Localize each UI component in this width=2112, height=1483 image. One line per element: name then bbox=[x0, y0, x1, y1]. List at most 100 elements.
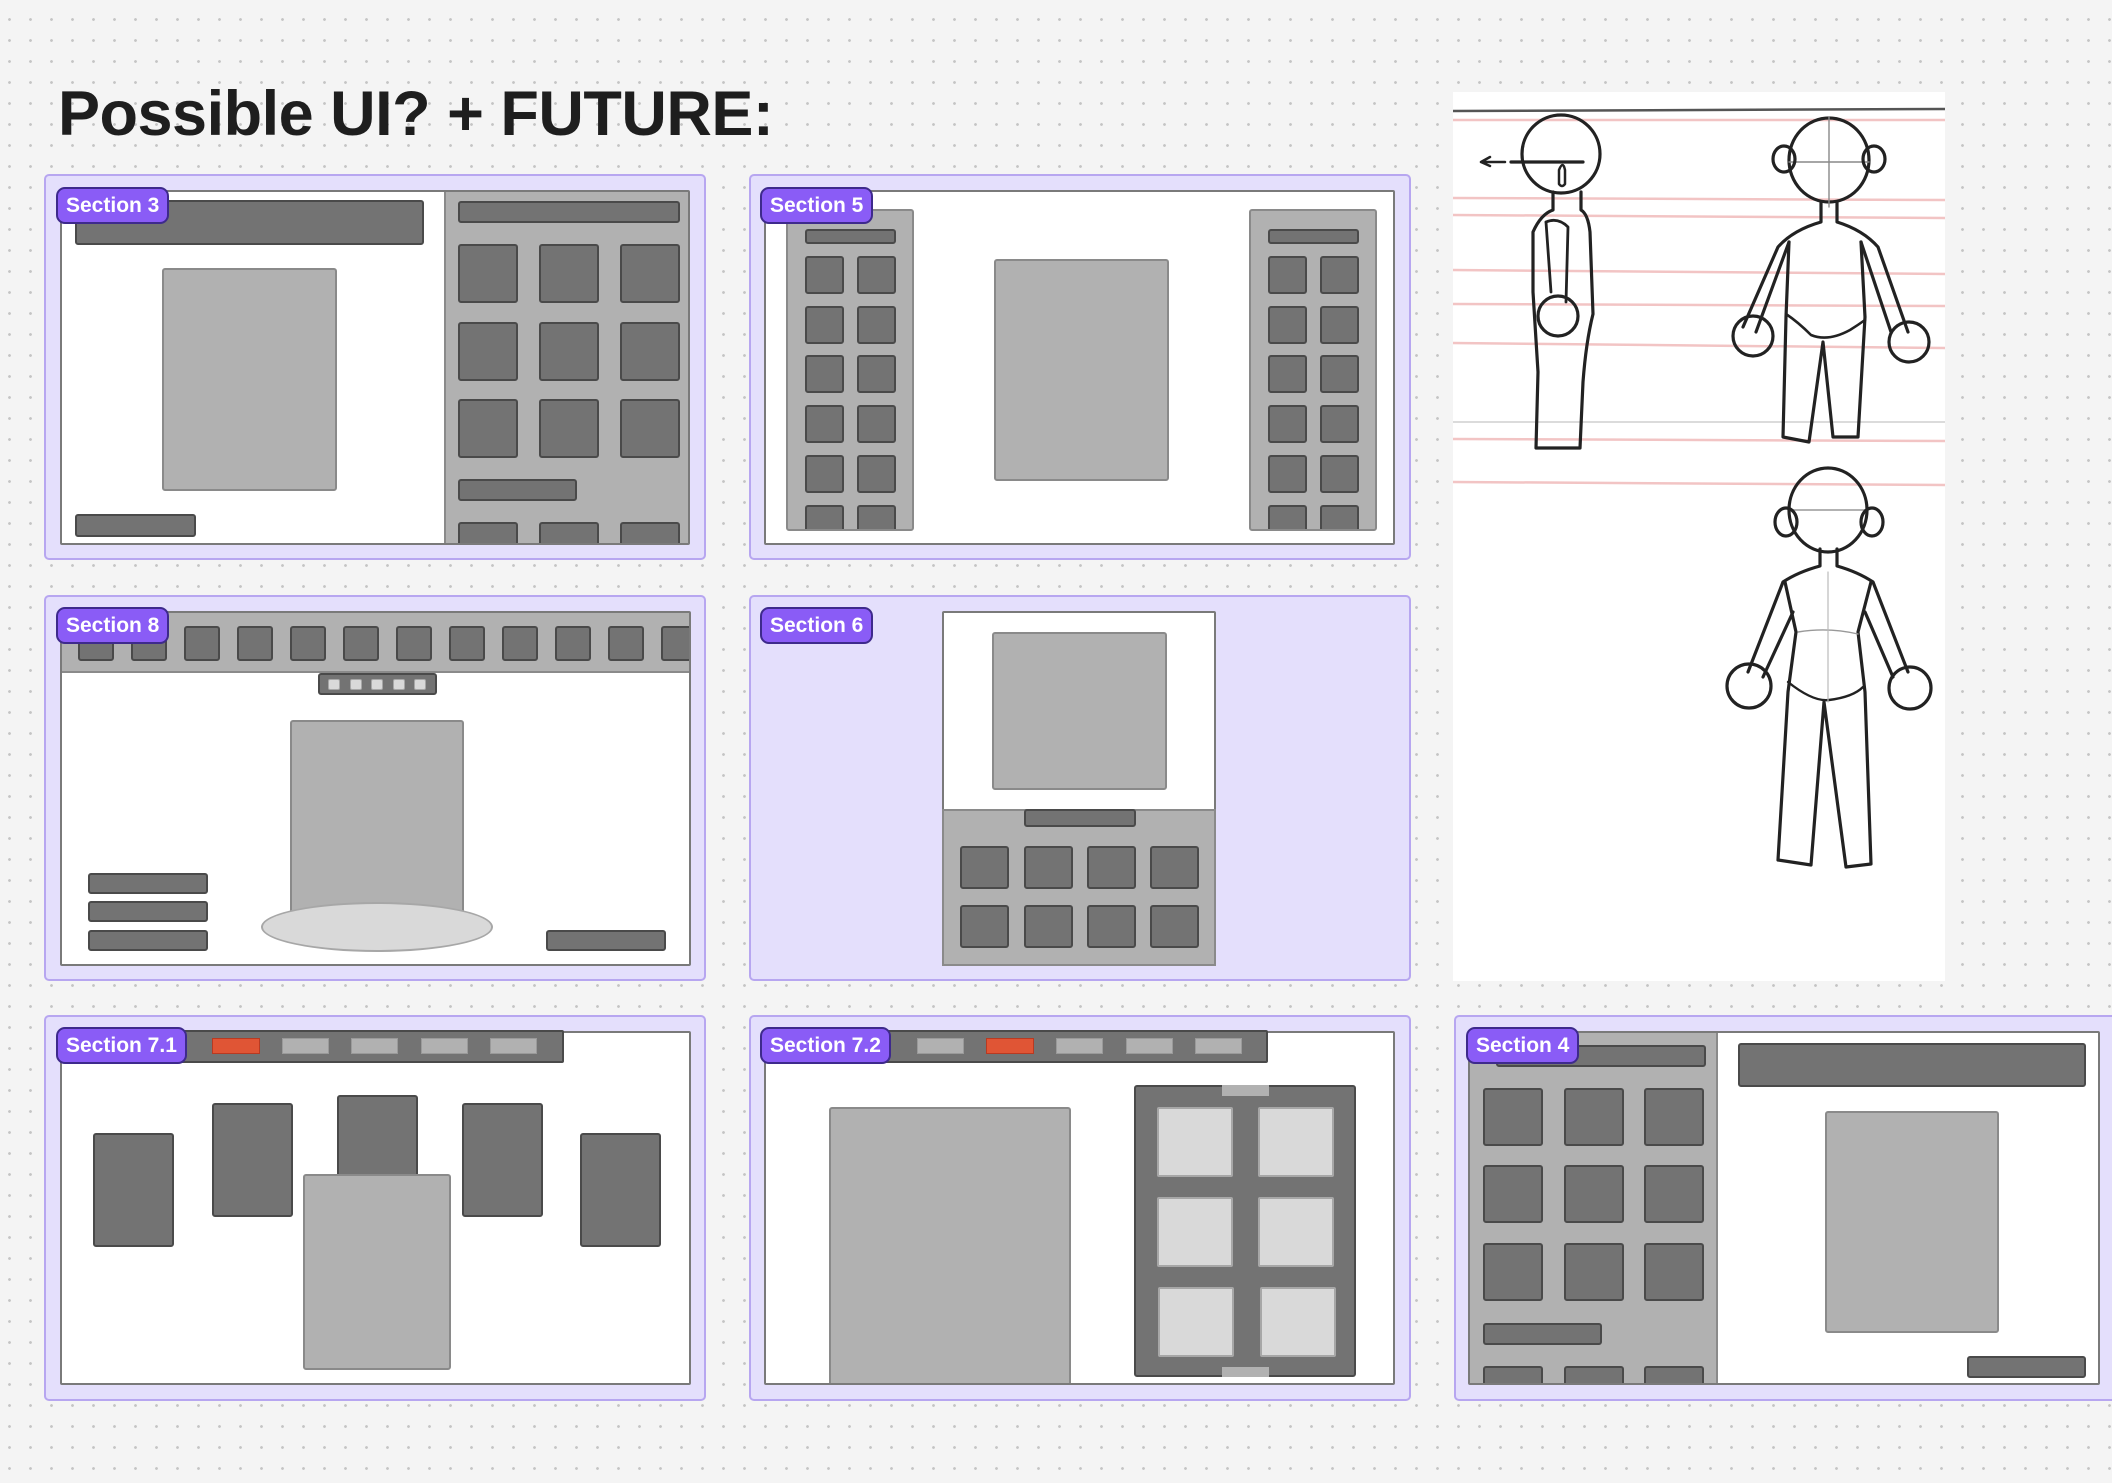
grid-tile[interactable] bbox=[1320, 306, 1359, 344]
grid-tile[interactable] bbox=[1644, 1366, 1704, 1383]
action-button[interactable] bbox=[546, 930, 666, 951]
toolbar-tile[interactable] bbox=[608, 626, 644, 661]
grid-tile[interactable] bbox=[805, 405, 844, 443]
grid-tile[interactable] bbox=[458, 399, 518, 458]
grid-tile[interactable] bbox=[620, 322, 680, 381]
inventory-slot[interactable] bbox=[1258, 1197, 1334, 1267]
section-8-badge[interactable]: Section 8 bbox=[56, 607, 170, 644]
scroll-down-handle[interactable] bbox=[1222, 1367, 1269, 1377]
page-dot[interactable] bbox=[414, 679, 426, 690]
section-7-1-badge[interactable]: Section 7.1 bbox=[56, 1027, 187, 1064]
toolbar-tile[interactable] bbox=[184, 626, 220, 661]
action-button[interactable] bbox=[75, 514, 196, 537]
page-dot[interactable] bbox=[371, 679, 383, 690]
grid-tile[interactable] bbox=[1644, 1243, 1704, 1301]
grid-tile[interactable] bbox=[1483, 1243, 1543, 1301]
grid-tile[interactable] bbox=[805, 505, 844, 529]
toolbar-tile[interactable] bbox=[449, 626, 485, 661]
section-6-badge[interactable]: Section 6 bbox=[760, 607, 874, 644]
inventory-slot[interactable] bbox=[1258, 1107, 1334, 1177]
grid-tile[interactable] bbox=[857, 455, 896, 493]
grid-tile[interactable] bbox=[539, 322, 599, 381]
grid-tile[interactable] bbox=[539, 244, 599, 303]
grid-tile[interactable] bbox=[1268, 505, 1307, 529]
toolbar-tile[interactable] bbox=[396, 626, 432, 661]
menu-button[interactable] bbox=[88, 873, 208, 894]
grid-tile[interactable] bbox=[1483, 1088, 1543, 1146]
section-5-badge[interactable]: Section 5 bbox=[760, 187, 874, 224]
grid-tile[interactable] bbox=[620, 244, 680, 303]
grid-tile[interactable] bbox=[1268, 405, 1307, 443]
grid-tile[interactable] bbox=[1564, 1366, 1624, 1383]
grid-tile[interactable] bbox=[620, 399, 680, 458]
grid-tile[interactable] bbox=[458, 322, 518, 381]
inventory-slot[interactable] bbox=[1158, 1287, 1234, 1357]
grid-tile[interactable] bbox=[805, 355, 844, 393]
control-bar[interactable] bbox=[1024, 809, 1136, 827]
toolbar-tile[interactable] bbox=[555, 626, 591, 661]
action-button[interactable] bbox=[1967, 1356, 2086, 1378]
grid-tile[interactable] bbox=[1268, 455, 1307, 493]
grid-tile[interactable] bbox=[1320, 455, 1359, 493]
tab[interactable] bbox=[282, 1038, 329, 1054]
grid-tile[interactable] bbox=[960, 846, 1009, 889]
grid-tile[interactable] bbox=[1320, 405, 1359, 443]
grid-tile[interactable] bbox=[1644, 1165, 1704, 1223]
tab[interactable] bbox=[490, 1038, 537, 1054]
tab-active[interactable] bbox=[212, 1038, 260, 1054]
inventory-slot[interactable] bbox=[1157, 1197, 1233, 1267]
card[interactable] bbox=[580, 1133, 661, 1247]
grid-tile[interactable] bbox=[539, 399, 599, 458]
grid-tile[interactable] bbox=[1320, 355, 1359, 393]
grid-tile[interactable] bbox=[1564, 1088, 1624, 1146]
grid-tile[interactable] bbox=[458, 244, 518, 303]
page-dot[interactable] bbox=[350, 679, 362, 690]
grid-tile[interactable] bbox=[458, 522, 518, 543]
grid-tile[interactable] bbox=[805, 455, 844, 493]
grid-tile[interactable] bbox=[805, 256, 844, 294]
grid-tile[interactable] bbox=[1150, 846, 1199, 889]
grid-tile[interactable] bbox=[1564, 1165, 1624, 1223]
grid-tile[interactable] bbox=[857, 256, 896, 294]
menu-button[interactable] bbox=[88, 930, 208, 951]
grid-tile[interactable] bbox=[1483, 1366, 1543, 1383]
grid-tile[interactable] bbox=[1087, 905, 1136, 948]
tab[interactable] bbox=[1195, 1038, 1242, 1054]
tab[interactable] bbox=[421, 1038, 468, 1054]
grid-tile[interactable] bbox=[1087, 846, 1136, 889]
card[interactable] bbox=[212, 1103, 293, 1217]
grid-tile[interactable] bbox=[1150, 905, 1199, 948]
card[interactable] bbox=[93, 1133, 174, 1247]
tab[interactable] bbox=[1056, 1038, 1103, 1054]
grid-tile[interactable] bbox=[857, 405, 896, 443]
page-dot[interactable] bbox=[328, 679, 340, 690]
grid-tile[interactable] bbox=[1564, 1243, 1624, 1301]
inventory-slot[interactable] bbox=[1260, 1287, 1336, 1357]
toolbar-tile[interactable] bbox=[502, 626, 538, 661]
tab[interactable] bbox=[351, 1038, 398, 1054]
card[interactable] bbox=[462, 1103, 543, 1217]
grid-tile[interactable] bbox=[1483, 1165, 1543, 1223]
grid-tile[interactable] bbox=[857, 306, 896, 344]
grid-tile[interactable] bbox=[1320, 256, 1359, 294]
page-indicator[interactable] bbox=[318, 673, 437, 695]
grid-tile[interactable] bbox=[1320, 505, 1359, 529]
toolbar-tile[interactable] bbox=[290, 626, 326, 661]
grid-tile[interactable] bbox=[1268, 355, 1307, 393]
section-3-badge[interactable]: Section 3 bbox=[56, 187, 170, 224]
menu-button[interactable] bbox=[88, 901, 208, 922]
inventory-slot[interactable] bbox=[1157, 1107, 1233, 1177]
tab-active[interactable] bbox=[986, 1038, 1034, 1054]
grid-tile[interactable] bbox=[960, 905, 1009, 948]
section-7-2-badge[interactable]: Section 7.2 bbox=[760, 1027, 891, 1064]
grid-tile[interactable] bbox=[1268, 256, 1307, 294]
section-4-badge[interactable]: Section 4 bbox=[1466, 1027, 1580, 1064]
grid-tile[interactable] bbox=[857, 505, 896, 529]
toolbar-tile[interactable] bbox=[661, 626, 689, 661]
grid-tile[interactable] bbox=[539, 522, 599, 543]
grid-tile[interactable] bbox=[620, 522, 680, 543]
toolbar-tile[interactable] bbox=[343, 626, 379, 661]
toolbar-tile[interactable] bbox=[237, 626, 273, 661]
grid-tile[interactable] bbox=[1268, 306, 1307, 344]
grid-tile[interactable] bbox=[857, 355, 896, 393]
